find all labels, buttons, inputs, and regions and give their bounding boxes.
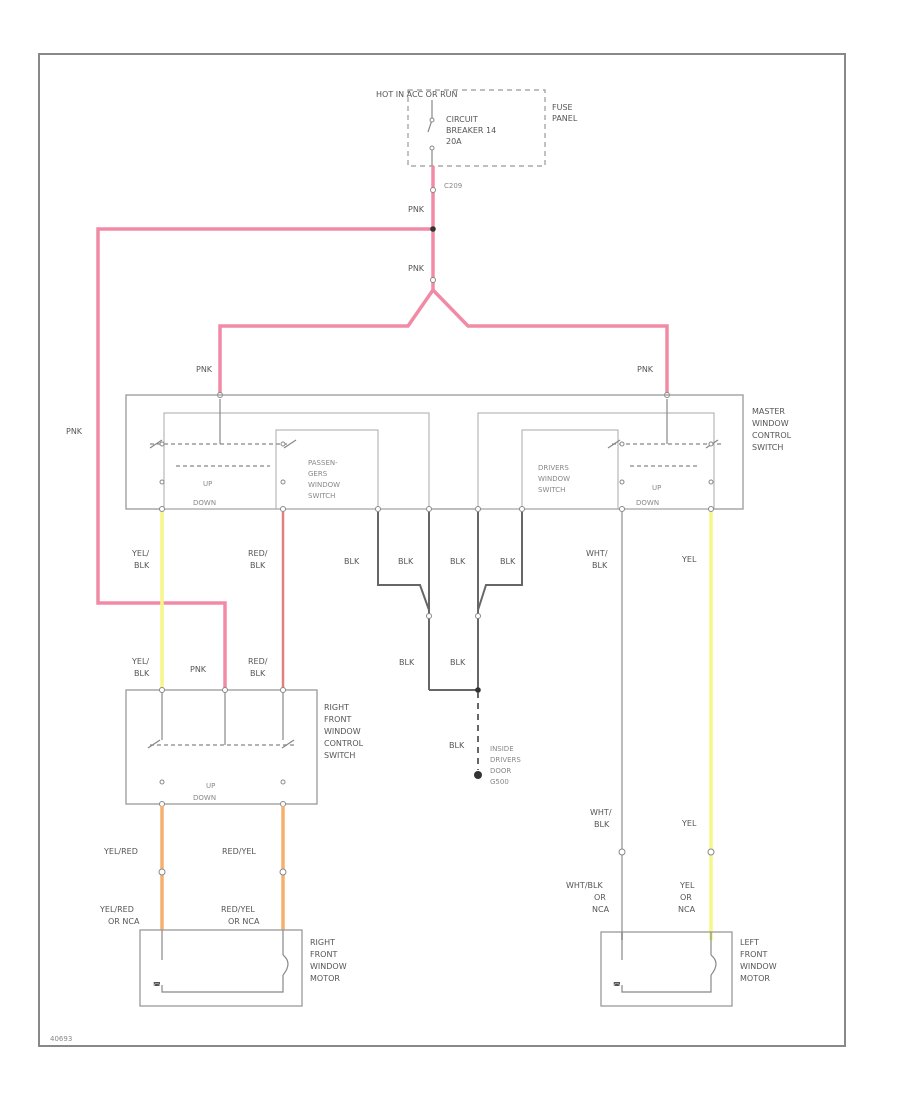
left-motor-line-2: FRONT <box>740 950 767 959</box>
yel-label-1: YEL <box>681 555 697 564</box>
passenger-up-label: UP <box>203 480 212 488</box>
pnk-label-2: PNK <box>408 264 425 273</box>
yel-blk-label-2a: YEL/ <box>131 657 149 666</box>
ground-line-2: DRIVERS <box>490 756 521 764</box>
pink-feed-wires: C209 PNK PNK PNK PNK PNK PNK <box>66 166 670 690</box>
master-switch-line-1: MASTER <box>752 407 785 416</box>
right-front-window-motor: ◚ RIGHT FRONT WINDOW MOTOR <box>139 929 347 1007</box>
pnk-label-3: PNK <box>196 365 213 374</box>
yel-red-alt-line-1: YEL/RED <box>99 905 134 914</box>
hot-label: HOT IN ACC OR RUN <box>376 90 457 99</box>
wht-blk-alt-line-1: WHT/BLK <box>566 881 603 890</box>
breaker-line-1: CIRCUIT <box>446 115 478 124</box>
right-motor-line-4: MOTOR <box>310 974 340 983</box>
master-switch-line-2: WINDOW <box>752 419 789 428</box>
passenger-switch-line-4: SWITCH <box>308 492 335 500</box>
yel-alt-line-1: YEL <box>679 881 695 890</box>
right-motor-line-1: RIGHT <box>310 938 335 947</box>
right-switch-line-4: CONTROL <box>324 739 364 748</box>
yel-label-2: YEL <box>681 819 697 828</box>
left-motor-line-4: MOTOR <box>740 974 770 983</box>
wht-blk-label-2b: BLK <box>594 820 610 829</box>
right-switch-line-3: WINDOW <box>324 727 361 736</box>
blk-label-2: BLK <box>398 557 414 566</box>
ground-line-3: DOOR <box>490 767 511 775</box>
panel-line-1: FUSE <box>552 103 573 112</box>
blk-label-3: BLK <box>450 557 466 566</box>
outer-frame <box>38 53 846 1047</box>
wht-blk-alt-line-3: NCA <box>592 905 610 914</box>
yel-alt-line-2: OR <box>680 893 692 902</box>
blk-label-1: BLK <box>344 557 360 566</box>
right-down-label: DOWN <box>193 794 216 802</box>
wht-blk-alt-line-2: OR <box>594 893 606 902</box>
master-switch-line-4: SWITCH <box>752 443 783 452</box>
breaker-line-2: BREAKER 14 <box>446 126 496 135</box>
yel-red-alt-line-2: OR NCA <box>108 917 140 926</box>
right-switch-line-5: SWITCH <box>324 751 355 760</box>
right-switch-line-1: RIGHT <box>324 703 349 712</box>
wht-blk-label-1a: WHT/ <box>586 549 608 558</box>
left-front-window-motor: ◚ LEFT FRONT WINDOW MOTOR <box>600 931 777 1007</box>
left-motor-icon: ◚ <box>613 981 621 990</box>
passenger-down-label: DOWN <box>193 499 216 507</box>
left-motor-line-1: LEFT <box>740 938 759 947</box>
yel-alt-line-3: NCA <box>678 905 696 914</box>
wht-blk-label-1b: BLK <box>592 561 608 570</box>
red-blk-label-2a: RED/ <box>248 657 268 666</box>
drivers-switch-line-2: WINDOW <box>538 475 570 483</box>
right-motor-line-3: WINDOW <box>310 962 347 971</box>
blk-label-6: BLK <box>450 658 466 667</box>
wht-blk-label-2a: WHT/ <box>590 808 612 817</box>
panel-line-2: PANEL <box>552 114 578 123</box>
switch-output-wires: YEL/ BLK RED/ BLK BLK BLK BLK BLK WHT/ B… <box>131 512 713 940</box>
passenger-switch-line-3: WINDOW <box>308 481 340 489</box>
yel-blk-label-1a: YEL/ <box>131 549 149 558</box>
red-yel-alt-line-2: OR NCA <box>228 917 260 926</box>
master-window-control-switch: UP DOWN UP DOWN PASSEN- GERS WINDOW SWIT… <box>125 394 792 512</box>
pnk-label-4: PNK <box>637 365 654 374</box>
breaker-line-3: 20A <box>446 137 462 146</box>
blk-label-5: BLK <box>399 658 415 667</box>
driver-up-label: UP <box>652 484 661 492</box>
red-blk-label-1a: RED/ <box>248 549 268 558</box>
drivers-switch-line-3: SWITCH <box>538 486 565 494</box>
right-motor-line-2: FRONT <box>310 950 337 959</box>
pnk-label-1: PNK <box>408 205 425 214</box>
drivers-switch-line-1: DRIVERS <box>538 464 569 472</box>
red-yel-alt-line-1: RED/YEL <box>221 905 255 914</box>
blk-label-7: BLK <box>449 741 465 750</box>
yel-red-label-1: YEL/RED <box>103 847 138 856</box>
fuse-panel: HOT IN ACC OR RUN CIRCUIT BREAKER 14 20A… <box>376 89 578 167</box>
yel-blk-label-1b: BLK <box>134 561 150 570</box>
left-motor-line-3: WINDOW <box>740 962 777 971</box>
red-blk-label-1b: BLK <box>250 561 266 570</box>
c209-label: C209 <box>444 182 462 190</box>
right-motor-icon: ◚ <box>153 981 161 990</box>
red-blk-label-2b: BLK <box>250 669 266 678</box>
pnk-label-5: PNK <box>66 427 83 436</box>
passenger-switch-line-2: GERS <box>308 470 328 478</box>
pnk-label-6: PNK <box>190 665 207 674</box>
right-switch-line-2: FRONT <box>324 715 351 724</box>
right-front-window-control-switch: YEL/ BLK RED/ BLK UP DOWN RIGHT FRONT WI… <box>125 657 364 807</box>
driver-down-label: DOWN <box>636 499 659 507</box>
left-motor-wires: WHT/ BLK YEL WHT/BLK OR NCA YEL OR NCA <box>566 808 715 914</box>
ground-line-4: G500 <box>490 778 509 786</box>
red-yel-label-1: RED/YEL <box>222 847 256 856</box>
right-up-label: UP <box>206 782 215 790</box>
right-motor-wires: YEL/RED RED/YEL YEL/RED OR NCA RED/YEL O… <box>99 806 287 930</box>
figure-id: 40693 <box>50 1035 72 1043</box>
master-switch-line-3: CONTROL <box>752 431 792 440</box>
passenger-switch-line-1: PASSEN- <box>308 459 338 467</box>
yel-blk-label-2b: BLK <box>134 669 150 678</box>
blk-label-4: BLK <box>500 557 516 566</box>
ground-line-1: INSIDE <box>490 745 514 753</box>
